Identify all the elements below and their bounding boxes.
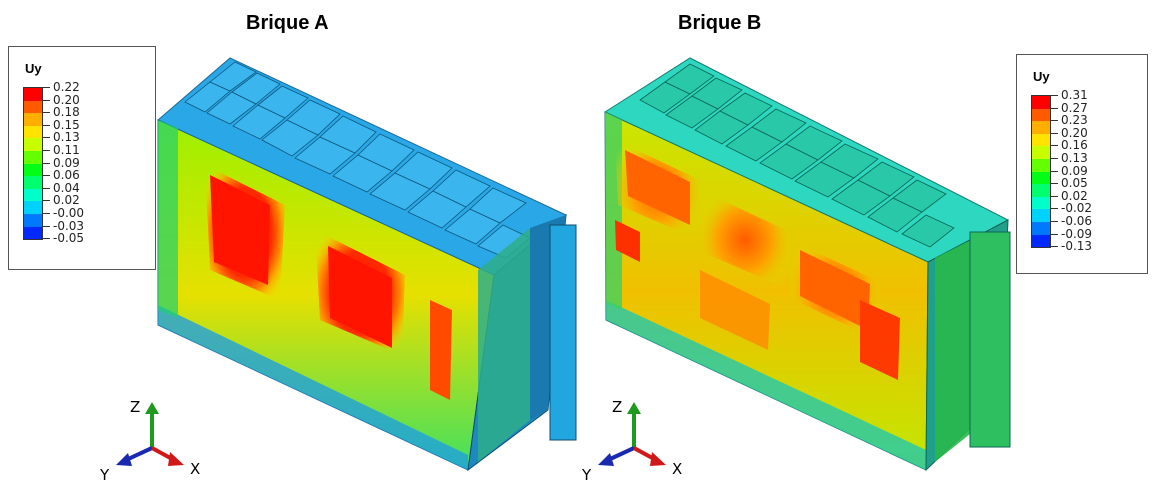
legend-value: 0.05: [1061, 176, 1088, 191]
legend-tick: [42, 225, 50, 227]
legend-swatch: [24, 201, 42, 214]
axis-a-y-label: Y: [100, 466, 110, 484]
brick-b: [603, 57, 1011, 472]
legend-tick: [1050, 145, 1058, 147]
legend-swatch: [24, 88, 42, 101]
axis-a-x-label: X: [190, 460, 201, 478]
legend-tick: [1050, 246, 1058, 248]
legend-tick: [42, 137, 50, 139]
legend-swatch: [1032, 221, 1050, 235]
legend-swatch: [24, 188, 42, 202]
legend-value: 0.04: [53, 180, 80, 195]
brick-a-cells: [184, 61, 531, 259]
legend-value: 0.02: [53, 193, 80, 208]
axis-triad-a: [116, 402, 184, 466]
axis-b-x-label: X: [672, 460, 683, 478]
legend-value: 0.09: [1061, 163, 1088, 178]
legend-swatch: [1032, 133, 1050, 147]
legend-a-title: Uy: [25, 61, 42, 76]
legend-tick: [1050, 107, 1058, 109]
legend-tick: [42, 187, 50, 189]
legend-tick: [1050, 208, 1058, 210]
legend-tick: [42, 238, 50, 240]
legend-value: 0.20: [1061, 125, 1088, 140]
legend-value: -0.09: [1061, 226, 1093, 241]
legend-swatch: [24, 113, 42, 126]
legend-value: -0.02: [1061, 201, 1093, 216]
legend-swatch: [1032, 146, 1050, 159]
legend-swatch: [1032, 171, 1050, 185]
legend-value: -0.06: [1061, 214, 1093, 228]
legend-tick: [42, 162, 50, 164]
legend-value: -0.03: [53, 218, 85, 233]
legend-swatch: [1032, 184, 1050, 197]
legend-swatch: [24, 163, 42, 177]
legend-swatch: [24, 176, 42, 189]
brick-b-title: Brique B: [678, 12, 762, 34]
brick-a: [157, 57, 577, 472]
axis-a-z-label: Z: [130, 398, 141, 416]
legend-value: 0.27: [1061, 100, 1088, 115]
legend-tick: [42, 213, 50, 214]
legend-swatch: [1032, 158, 1050, 172]
legend-tick: [42, 150, 50, 151]
axis-b-y-label: Y: [582, 466, 592, 484]
legend-tick: [1050, 183, 1058, 185]
legend-tick: [42, 112, 50, 114]
legend-value: 0.02: [1061, 188, 1088, 203]
legend-swatch: [1032, 96, 1050, 109]
legend-tick: [42, 175, 50, 177]
legend-tick: [1050, 221, 1058, 222]
legend-value: 0.09: [53, 155, 80, 170]
legend-tick: [1050, 170, 1058, 172]
legend-swatch: [24, 138, 42, 151]
legend-swatch: [24, 100, 42, 114]
legend-value: 0.18: [53, 105, 80, 120]
axis-triad-b: [598, 402, 666, 466]
brick-b-cells: [639, 63, 955, 248]
legend-tick: [1050, 95, 1058, 96]
legend-tick: [42, 200, 50, 202]
legend-value: -0.13: [1061, 239, 1093, 254]
legend-value: 0.31: [1061, 88, 1088, 102]
legend-value: 0.16: [1061, 138, 1088, 153]
legend-value: -0.00: [53, 206, 85, 220]
brick-a-title: Brique A: [246, 12, 329, 34]
legend-tick: [42, 99, 50, 101]
legend-swatch: [1032, 121, 1050, 134]
legend-swatch: [24, 125, 42, 139]
legend-tick: [1050, 132, 1058, 134]
legend-swatch: [24, 213, 42, 227]
legend-swatch: [1032, 209, 1050, 222]
legend-tick: [42, 87, 50, 88]
legend-tick: [1050, 158, 1058, 159]
legend-swatch: [24, 226, 42, 240]
legend-tick: [1050, 195, 1058, 197]
legend-value: 0.20: [53, 92, 80, 107]
legend-tick: [42, 124, 50, 126]
axis-b-z-label: Z: [612, 398, 623, 416]
legend-value: -0.05: [53, 231, 85, 246]
legend-swatch: [1032, 196, 1050, 210]
legend-b-title: Uy: [1033, 69, 1050, 84]
legend-swatch: [1032, 234, 1050, 248]
legend-value: 0.13: [1061, 151, 1088, 165]
legend-value: 0.15: [53, 117, 80, 132]
legend-tick: [1050, 233, 1058, 235]
legend-value: 0.22: [53, 80, 80, 94]
legend-swatch: [24, 150, 42, 164]
legend-swatch: [1032, 108, 1050, 122]
legend-value: 0.06: [53, 168, 80, 183]
legend-value: 0.11: [53, 143, 80, 157]
legend-value: 0.13: [53, 130, 80, 145]
legend-value: 0.23: [1061, 113, 1088, 128]
legend-a-color-scale: [23, 87, 43, 241]
legend-tick: [1050, 120, 1058, 122]
